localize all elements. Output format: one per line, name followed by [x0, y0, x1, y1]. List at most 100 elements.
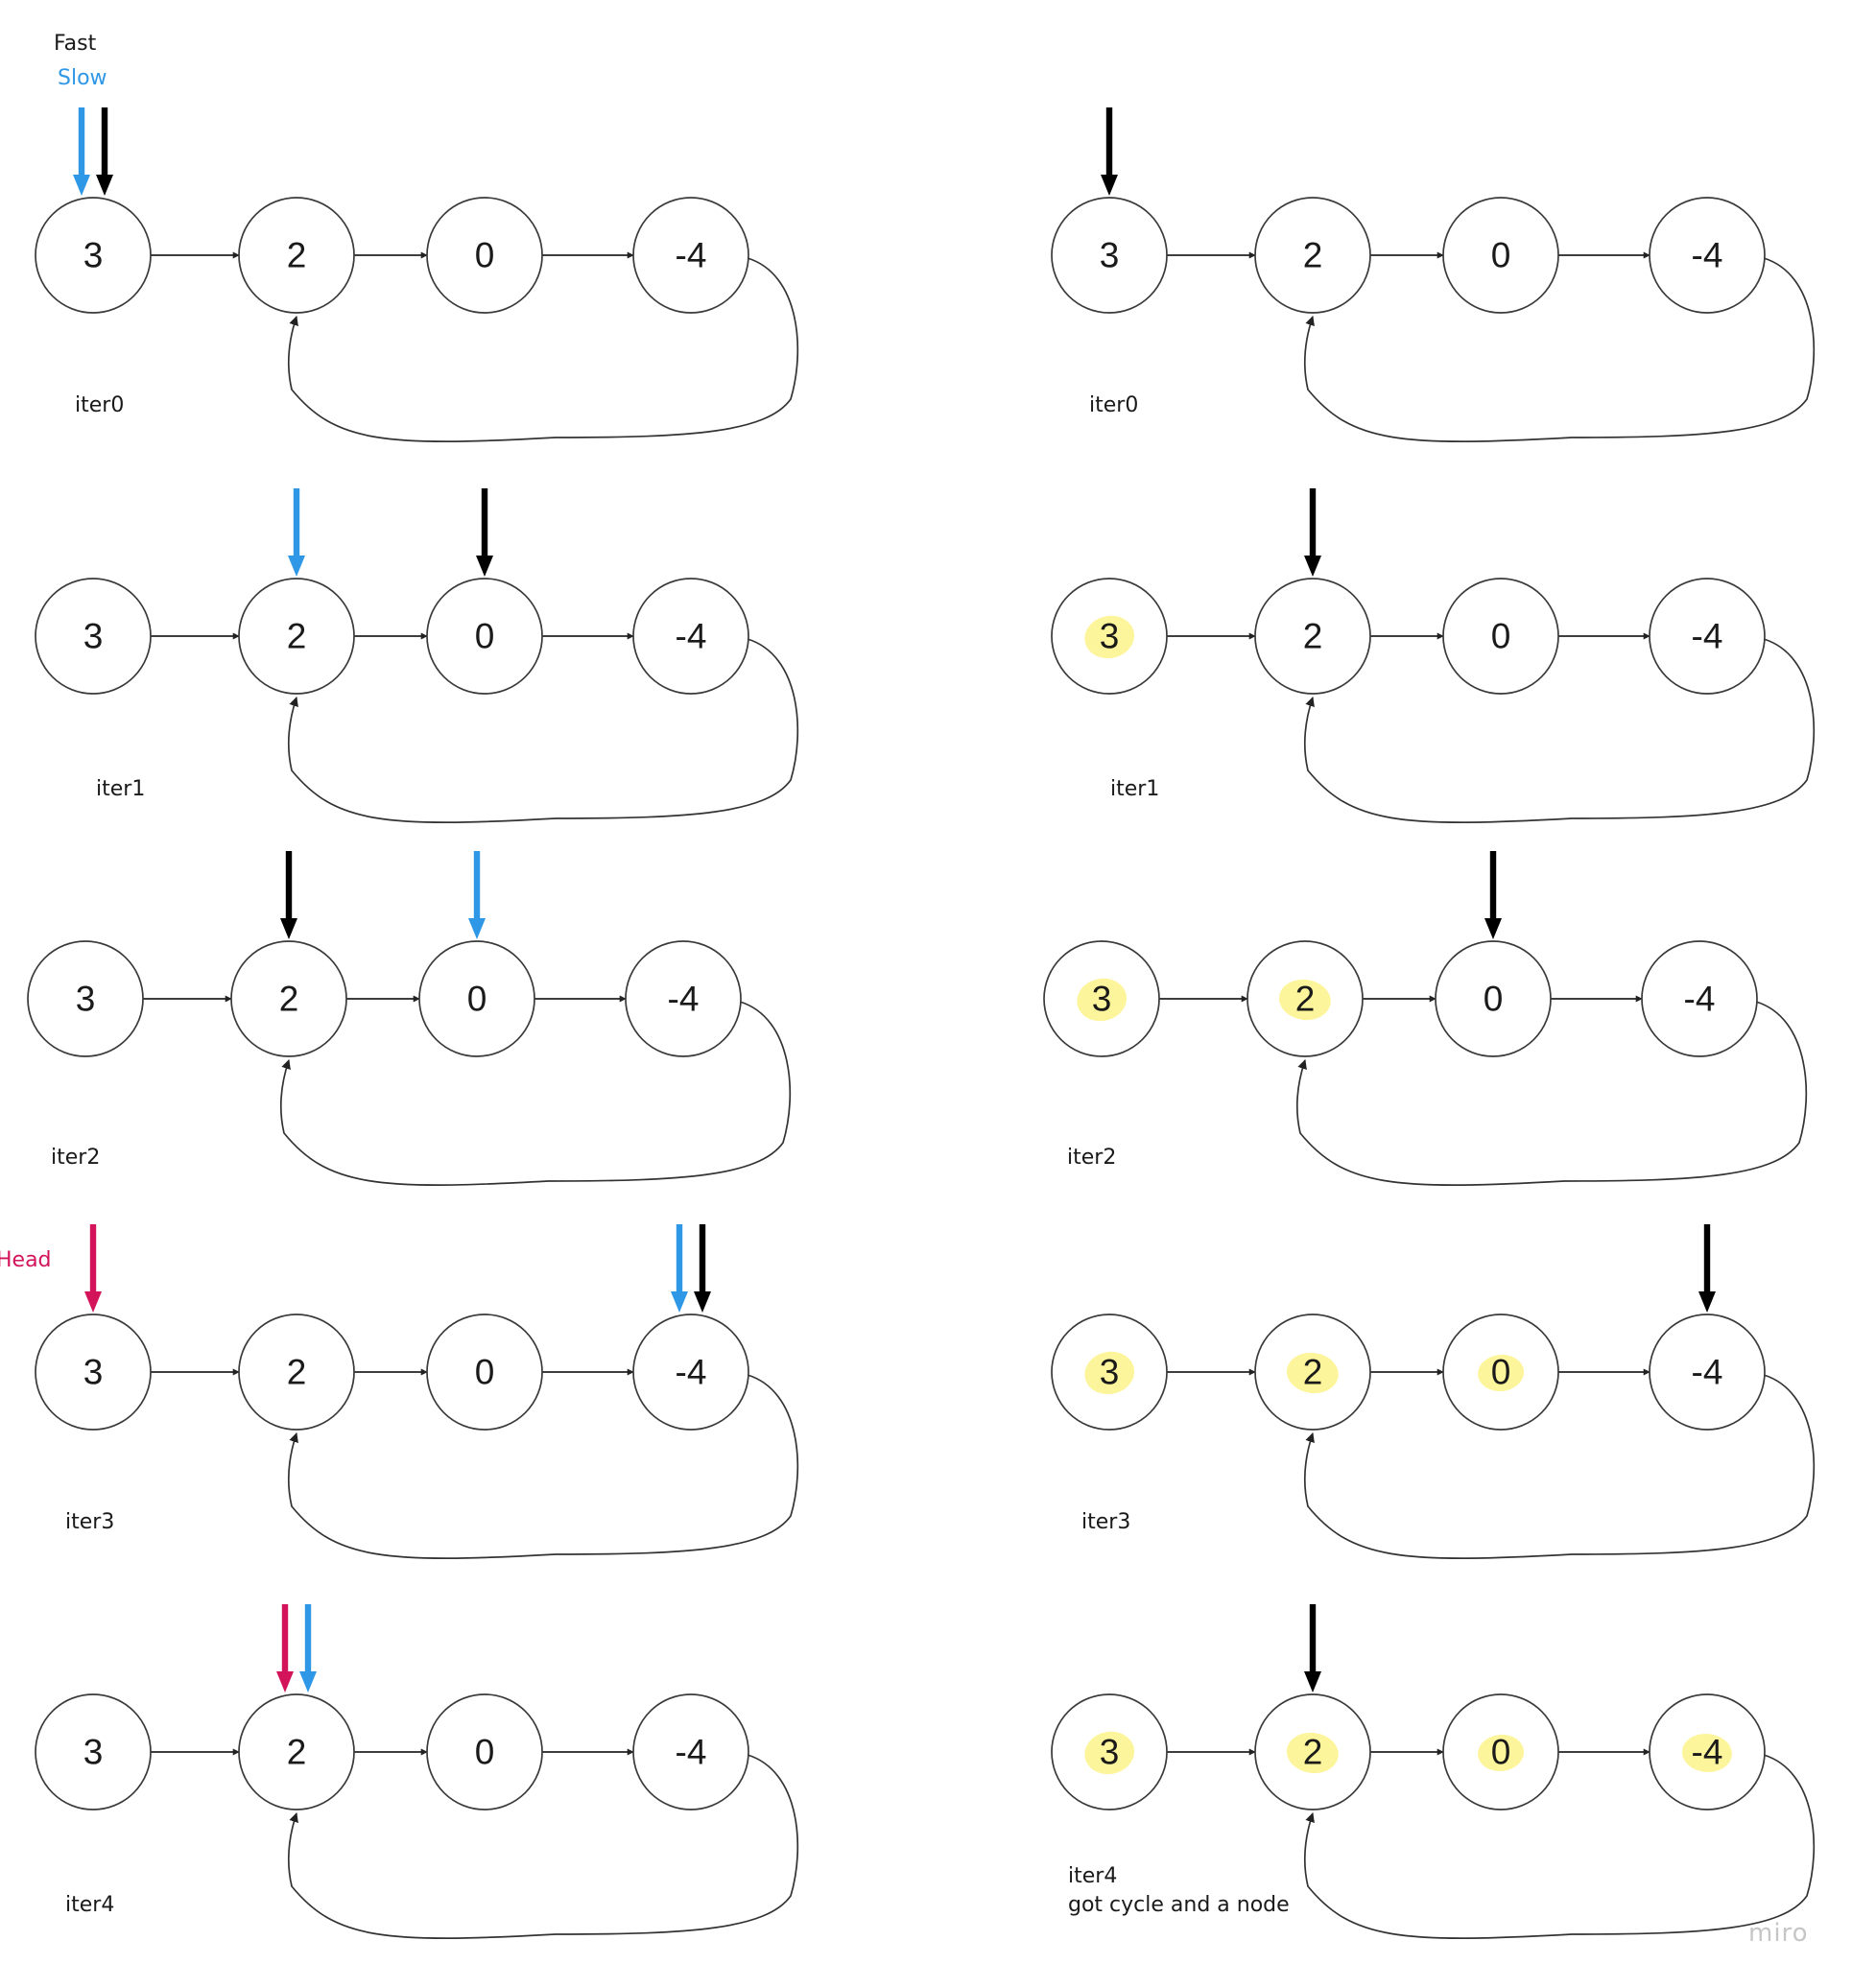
list-node: 0 [1442, 578, 1559, 695]
list-node: 0 [1435, 940, 1552, 1057]
list-node: -4 [1641, 940, 1758, 1057]
fast-pointer-arrow [96, 107, 113, 196]
node-value: 2 [1303, 1353, 1323, 1392]
list-node: -4 [1649, 1693, 1766, 1810]
cycle-back-edge [1296, 1001, 1808, 1186]
node-value: 0 [1491, 617, 1511, 656]
fast-pointer-arrow [476, 488, 493, 577]
node-value: 3 [1092, 980, 1112, 1019]
cycle-back-edge [288, 257, 799, 442]
iteration-label: iter3 [65, 1510, 114, 1534]
legend-head-label: Head [0, 1248, 52, 1272]
iteration-label: iter1 [96, 777, 145, 801]
iteration-label: iter2 [51, 1146, 100, 1170]
miro-watermark: miro [1748, 1919, 1809, 1948]
fast-pointer-arrow [1304, 1604, 1321, 1692]
list-node: 3 [1051, 1693, 1168, 1810]
iteration-label: iter0 [1089, 393, 1138, 417]
fast-pointer-arrow [1304, 488, 1321, 577]
node-value: 0 [1491, 236, 1511, 275]
slow-pointer-arrow [671, 1224, 688, 1313]
fast-pointer-arrow [1101, 107, 1118, 196]
slow-pointer-arrow [299, 1604, 317, 1692]
list-node: 0 [1442, 197, 1559, 314]
node-value: 3 [83, 617, 104, 656]
node-value: -4 [676, 236, 707, 275]
list-node: 3 [35, 1314, 152, 1431]
list-node: 2 [1254, 578, 1371, 695]
node-value: -4 [676, 1353, 707, 1392]
iteration-label: iter0 [75, 393, 124, 417]
cycle-back-edge [1304, 638, 1816, 823]
list-node: 2 [1254, 1693, 1371, 1810]
node-value: 0 [475, 1733, 495, 1772]
list-node: 0 [1442, 1314, 1559, 1431]
panel-left-row-2: 3 2 0 -4 iter2 [27, 851, 792, 1186]
node-value: 3 [1100, 1733, 1120, 1772]
list-node: 3 [35, 197, 152, 314]
iteration-label: iter4 [1068, 1864, 1117, 1888]
list-node: 2 [238, 1314, 355, 1431]
legend-fast-label: Fast [54, 32, 97, 56]
list-node: 3 [35, 578, 152, 695]
node-value: -4 [676, 1733, 707, 1772]
list-node: -4 [1649, 578, 1766, 695]
node-value: 0 [1484, 980, 1504, 1019]
panel-right-row-1: 3 2 0 -4 iter1 [1051, 488, 1816, 823]
list-node: 0 [426, 578, 543, 695]
fast-pointer-arrow [1698, 1224, 1716, 1313]
list-node: 3 [1051, 197, 1168, 314]
node-value: -4 [1692, 1353, 1723, 1392]
iteration-label: got cycle and a node [1068, 1893, 1290, 1917]
list-node: -4 [625, 940, 742, 1057]
list-node: 2 [238, 1693, 355, 1810]
node-value: 2 [287, 1733, 307, 1772]
node-value: -4 [668, 980, 700, 1019]
legend-slow-label: Slow [58, 66, 107, 90]
list-node: 2 [238, 578, 355, 695]
node-value: 3 [1100, 236, 1120, 275]
fast-pointer-arrow [280, 851, 297, 939]
list-node: 3 [1051, 578, 1168, 695]
node-value: 3 [76, 980, 96, 1019]
list-node: -4 [632, 1693, 749, 1810]
fast-pointer-arrow [694, 1224, 711, 1313]
list-node: 0 [1442, 1693, 1559, 1810]
list-node: 2 [1254, 1314, 1371, 1431]
list-node: 2 [238, 197, 355, 314]
node-value: 3 [1100, 1353, 1120, 1392]
head-pointer-arrow [84, 1224, 102, 1313]
list-node: 3 [1051, 1314, 1168, 1431]
node-value: 2 [287, 236, 307, 275]
node-value: 2 [287, 617, 307, 656]
node-value: 3 [1100, 617, 1120, 656]
fast-pointer-arrow [1484, 851, 1502, 939]
list-node: 0 [418, 940, 535, 1057]
cycle-back-edge [1304, 1374, 1816, 1559]
node-value: -4 [1692, 617, 1723, 656]
node-value: 3 [83, 236, 104, 275]
node-value: -4 [1692, 1733, 1723, 1772]
node-value: 2 [279, 980, 299, 1019]
node-value: 0 [1491, 1353, 1511, 1392]
cycle-back-edge [288, 1374, 799, 1559]
list-node: -4 [1649, 197, 1766, 314]
node-value: 3 [83, 1733, 104, 1772]
node-value: 0 [467, 980, 487, 1019]
node-value: 0 [475, 617, 495, 656]
list-node: 0 [426, 1314, 543, 1431]
list-node: 3 [27, 940, 144, 1057]
iteration-label: iter1 [1110, 777, 1159, 801]
node-value: 0 [475, 1353, 495, 1392]
node-value: -4 [1684, 980, 1716, 1019]
